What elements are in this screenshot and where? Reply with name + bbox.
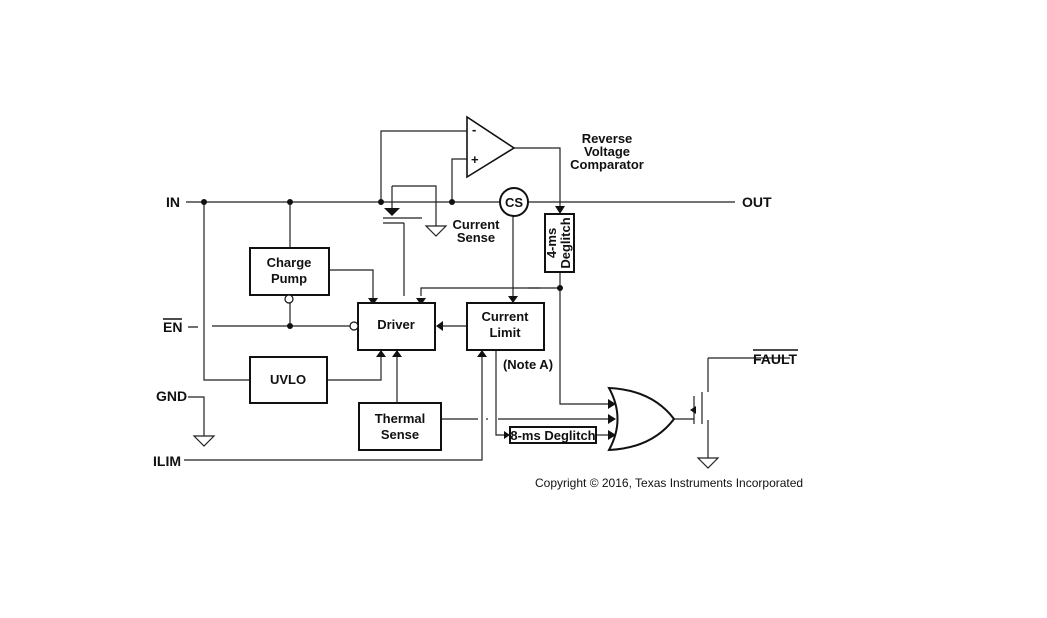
pin-ilim: ILIM — [153, 453, 181, 469]
reverse-voltage-comparator: - + — [466, 115, 516, 179]
current-limit-label-2: Limit — [489, 325, 521, 340]
pin-gnd: GND — [156, 388, 187, 404]
thermal-sense-label-1: Thermal — [375, 411, 426, 426]
pin-en: EN — [163, 319, 182, 335]
uvlo-block: UVLO — [249, 356, 328, 404]
thermal-sense-label-2: Sense — [381, 427, 419, 442]
deglitch-8ms-block: 8-ms Deglitch — [509, 426, 597, 444]
pin-fault: FAULT — [753, 351, 798, 367]
uvlo-label: UVLO — [270, 372, 306, 387]
ground-symbols — [192, 225, 720, 469]
note-a-label: (Note A) — [503, 357, 553, 372]
current-limit-block: Current Limit — [466, 302, 545, 351]
cs-current-sensor: CS — [499, 187, 529, 217]
current-limit-label-1: Current — [482, 309, 530, 324]
driver-label: Driver — [377, 317, 415, 332]
wires — [184, 130, 790, 461]
deglitch-4ms-label-1: 4-ms — [544, 228, 559, 258]
arrowheads — [368, 206, 696, 440]
driver-block: Driver — [349, 302, 436, 351]
comparator-plus: + — [471, 152, 479, 167]
pin-out: OUT — [742, 194, 772, 210]
cs-label: CS — [505, 195, 523, 210]
copyright-text: Copyright © 2016, Texas Instruments Inco… — [535, 476, 803, 490]
reverse-voltage-label-2: Voltage — [584, 144, 630, 159]
or-gate — [607, 386, 676, 452]
junction-dots — [201, 199, 563, 329]
charge-pump-label-2: Pump — [271, 271, 307, 286]
deglitch-4ms-label-2: Deglitch — [558, 217, 573, 268]
comparator-minus: - — [472, 122, 476, 137]
pin-in: IN — [166, 194, 180, 210]
deglitch-8ms-label: 8-ms Deglitch — [510, 428, 595, 443]
current-sense-label-2: Sense — [457, 230, 495, 245]
thermal-sense-block: Thermal Sense — [358, 402, 442, 451]
deglitch-4ms-block: 4-ms Deglitch — [544, 213, 575, 273]
charge-pump-label-1: Charge — [267, 255, 312, 270]
current-sense-label-1: Current — [453, 217, 501, 232]
reverse-voltage-label-1: Reverse — [582, 131, 633, 146]
charge-pump-block: Charge Pump — [249, 247, 330, 304]
reverse-voltage-label-3: Comparator — [570, 157, 644, 172]
